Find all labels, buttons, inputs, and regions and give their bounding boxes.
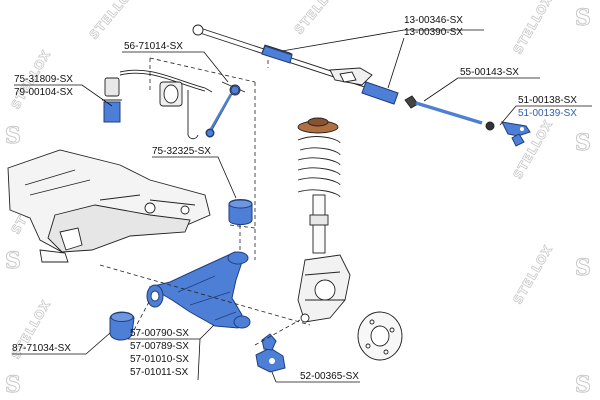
tie-rod-end — [501, 121, 531, 147]
watermark-logo-s: S — [575, 255, 591, 281]
stabilizer-bushing-right — [159, 81, 183, 107]
part-labels: 13-00346-SX 13-00390-SX 56-71014-SX 55-0… — [12, 15, 577, 382]
watermark-logo-s: S — [575, 372, 591, 398]
label-57-01011: 57-01011-SX — [130, 367, 189, 378]
label-57-00789: 57-00789-SX — [130, 341, 189, 352]
watermark-top: STELLOX STELLOX — [86, 0, 345, 42]
label-75-31809: 75-31809-SX — [14, 74, 73, 85]
stabilizer-bushing-left-hl — [103, 101, 121, 123]
watermark-logo-s: S — [5, 372, 21, 398]
watermark-logo-s: S — [5, 123, 21, 149]
ball-joint — [255, 333, 286, 373]
label-51-00139: 51-00139-SX — [518, 108, 577, 119]
label-56-71014: 56-71014-SX — [124, 41, 183, 52]
label-51-00138: 51-00138-SX — [518, 95, 577, 106]
watermark-logo-s: S — [575, 130, 591, 156]
tie-rod-hl — [415, 101, 483, 125]
watermark-logo-s: S — [5, 248, 21, 274]
control-arm — [146, 251, 251, 329]
assembly-guides — [99, 57, 311, 346]
label-57-00790: 57-00790-SX — [130, 328, 189, 339]
leader-lines — [12, 29, 592, 383]
watermark-text: STELLOX — [510, 0, 555, 57]
subframe — [7, 149, 211, 263]
watermark-right: STELLOX STELLOX STELLOX S S S S — [510, 0, 591, 399]
strut-assembly — [297, 117, 341, 254]
label-52-00365: 52-00365-SX — [300, 371, 359, 382]
label-55-00143: 55-00143-SX — [460, 67, 519, 78]
wheel-hub — [357, 311, 403, 361]
label-57-01010: 57-01010-SX — [130, 354, 189, 365]
label-13-00390: 13-00390-SX — [404, 27, 463, 38]
label-13-00346: 13-00346-SX — [404, 15, 463, 26]
stabilizer-bar — [119, 69, 213, 140]
steering-knuckle — [297, 254, 351, 323]
label-87-71034: 87-71034-SX — [12, 343, 71, 354]
watermark-text: STELLOX — [292, 0, 345, 37]
stabilizer-link-hl — [206, 85, 240, 137]
watermark-logo-s: S — [575, 5, 591, 31]
watermark-text: STELLOX — [87, 0, 140, 42]
watermark-text: STELLOX — [510, 242, 555, 306]
label-75-32325: 75-32325-SX — [152, 146, 211, 157]
control-arm-rear-bushing — [228, 199, 253, 225]
steering-boot-left — [261, 45, 293, 64]
steering-boot-right — [361, 81, 399, 105]
label-79-00104: 79-00104-SX — [14, 87, 73, 98]
control-arm-front-bushing — [109, 311, 135, 341]
